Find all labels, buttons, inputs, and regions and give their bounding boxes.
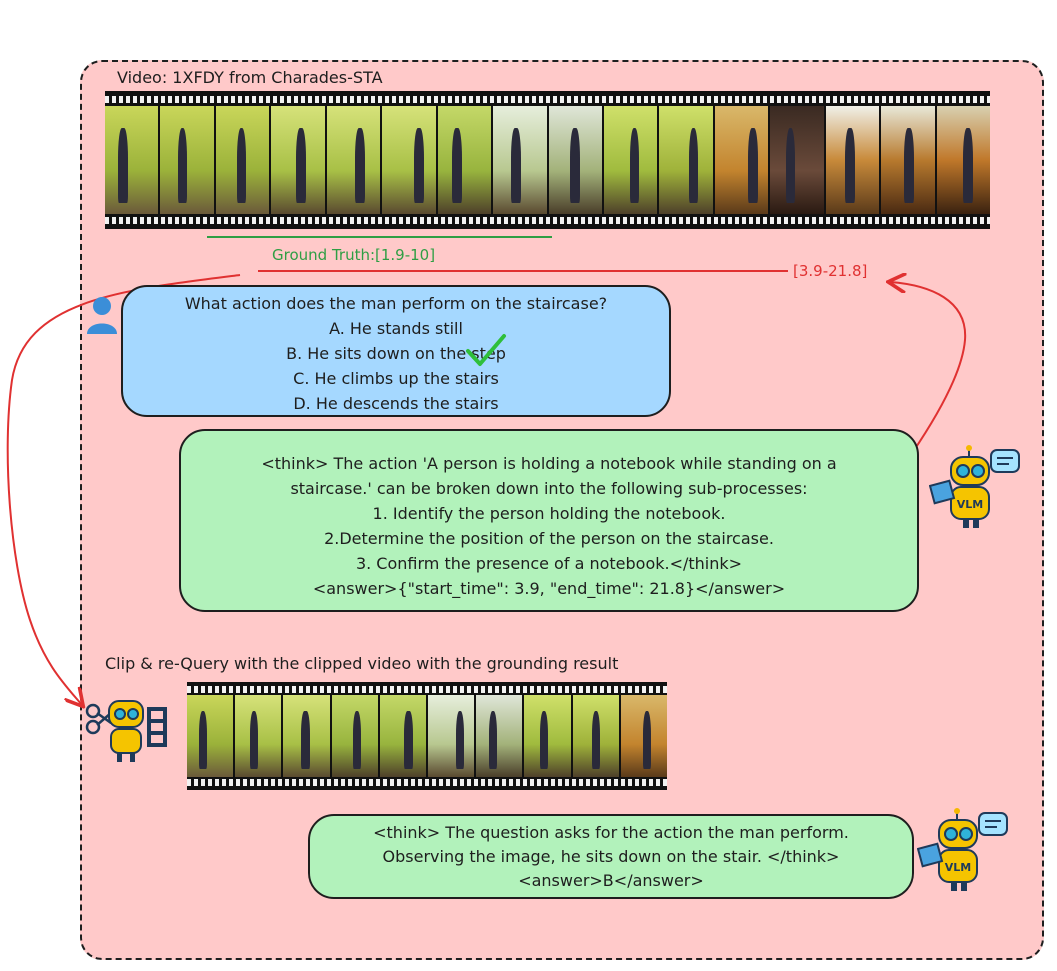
video-film-strip — [105, 91, 990, 229]
video-frame — [476, 695, 523, 777]
video-frame — [187, 695, 234, 777]
video-frame — [235, 695, 282, 777]
clip-title: Clip & re-Query with the clipped video w… — [105, 654, 619, 673]
robot-badge: VLM — [957, 498, 983, 511]
video-frame — [936, 106, 990, 214]
first-answer-line: <think> The action 'A person is holding … — [261, 454, 837, 473]
vlm-robot-icon: VLM — [929, 445, 1020, 528]
option-a: A. He stands still — [329, 319, 463, 338]
second-answer-bubble: <think> The question asks for the action… — [308, 814, 914, 899]
ground-truth-bar — [207, 236, 552, 238]
video-frame — [382, 106, 436, 214]
clipped-film-strip — [187, 682, 668, 790]
video-title: Video: 1XFDY from Charades-STA — [117, 68, 383, 87]
video-frame — [548, 106, 602, 214]
vlm-robot-icon: VLM — [917, 808, 1008, 891]
video-frame — [572, 695, 619, 777]
ground-truth-label: Ground Truth:[1.9-10] — [272, 246, 436, 264]
second-answer-line: <answer>B</answer> — [518, 871, 704, 890]
video-frame — [603, 106, 658, 214]
user-icon — [87, 297, 117, 334]
first-answer-line: 1. Identify the person holding the noteb… — [372, 504, 726, 523]
chat-bubble-icon — [978, 812, 1008, 836]
video-frame — [271, 106, 325, 214]
question-text: What action does the man perform on the … — [184, 294, 608, 313]
video-frame — [428, 695, 475, 777]
video-frame — [331, 695, 378, 777]
video-frame — [659, 106, 713, 214]
option-c: C. He climbs up the stairs — [293, 369, 499, 388]
video-frame — [620, 695, 668, 777]
video-frame — [326, 106, 381, 214]
robot-badge: VLM — [945, 861, 971, 874]
second-answer-line: <think> The question asks for the action… — [373, 823, 849, 842]
video-frame — [493, 106, 547, 214]
video-frame — [881, 106, 935, 214]
prediction-label: [3.9-21.8] — [793, 262, 868, 280]
video-frame — [105, 106, 159, 214]
checkmark-icon — [466, 334, 506, 366]
option-d: D. He descends the stairs — [293, 394, 499, 413]
video-frame — [770, 106, 824, 214]
video-frame — [437, 106, 492, 214]
video-frame — [215, 106, 270, 214]
second-answer-line: Observing the image, he sits down on the… — [382, 847, 840, 866]
video-frame — [160, 106, 214, 214]
chat-bubble-icon — [990, 449, 1020, 473]
first-answer-bubble: <think> The action 'A person is holding … — [179, 429, 919, 612]
video-frame — [714, 106, 769, 214]
first-answer-line: 3. Confirm the presence of a notebook.</… — [355, 554, 743, 573]
film-strip-icon — [147, 707, 167, 747]
video-frame — [825, 106, 880, 214]
video-frame — [283, 695, 330, 777]
video-frame — [524, 695, 571, 777]
first-answer-line: staircase.' can be broken down into the … — [290, 479, 808, 498]
question-bubble: What action does the man perform on the … — [121, 285, 671, 417]
option-b: B. He sits down on the step — [286, 344, 506, 363]
first-answer-line: 2.Determine the position of the person o… — [324, 529, 774, 548]
scissors-robot-icon — [85, 700, 167, 762]
requery-arrow — [6, 274, 241, 705]
video-frame — [379, 695, 427, 777]
first-answer-line: <answer>{"start_time": 3.9, "end_time": … — [312, 579, 786, 598]
